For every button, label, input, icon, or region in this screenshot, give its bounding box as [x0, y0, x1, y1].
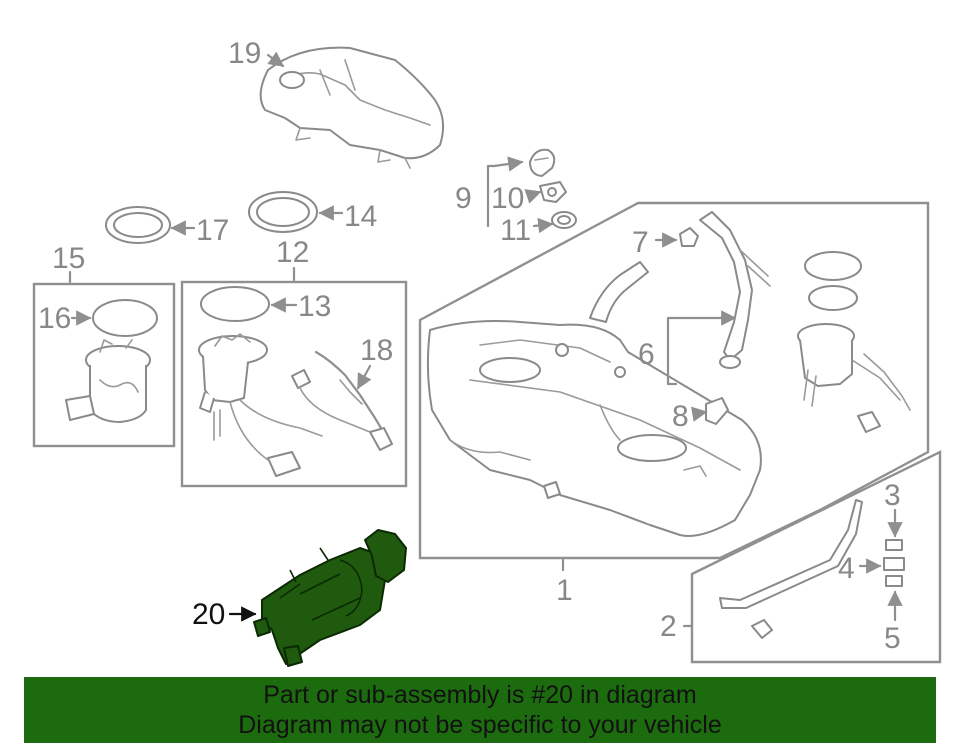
arrow-9	[492, 156, 524, 172]
callout-18: 18	[360, 334, 393, 367]
arrow-10	[524, 189, 542, 204]
box-2	[690, 450, 942, 664]
banner-line-1: Part or sub-assembly is #20 in diagram	[263, 681, 697, 709]
part-18-level-sensor	[291, 350, 393, 451]
arrow-19	[266, 51, 285, 68]
part-13-seal	[200, 286, 270, 322]
part-19-heat-shield	[259, 46, 445, 169]
callout-4: 4	[838, 552, 855, 585]
callout-14: 14	[344, 200, 377, 233]
part-12-sender-unit	[198, 333, 323, 477]
part-15-pump-module	[65, 339, 151, 423]
part-7-fitting	[679, 227, 699, 247]
part-16-seal	[92, 299, 158, 337]
arrow-18	[356, 364, 372, 390]
callout-7: 7	[632, 226, 649, 259]
part-2-strap	[719, 499, 863, 639]
part-11-o-ring	[551, 211, 577, 229]
arrow-11	[532, 217, 554, 234]
part-pump-assembly-right	[797, 251, 911, 433]
box-15	[32, 282, 176, 448]
callout-2: 2	[660, 610, 677, 643]
part-9-cap	[529, 148, 556, 177]
callout-8: 8	[672, 400, 689, 433]
callout-6: 6	[638, 338, 655, 371]
banner-line-2: Diagram may not be specific to your vehi…	[238, 711, 722, 739]
callout-13: 13	[298, 290, 331, 323]
part-10-valve	[539, 181, 567, 203]
callout-9: 9	[455, 182, 472, 215]
part-3-4-5-hardware	[883, 539, 905, 587]
box-1	[418, 201, 930, 560]
callout-17: 17	[196, 214, 229, 247]
part-14-lock-ring	[248, 191, 318, 233]
part-20-evap-canister	[253, 529, 407, 667]
callout-19: 19	[228, 37, 261, 70]
part-1-fuel-tank	[426, 261, 762, 537]
info-banner: Part or sub-assembly is #20 in diagram D…	[24, 677, 936, 743]
callout-3: 3	[884, 479, 901, 512]
callout-10: 10	[491, 182, 524, 215]
bracket-6	[666, 316, 678, 386]
callout-15: 15	[52, 242, 85, 275]
part-6-filler-pipe	[699, 211, 771, 369]
callout-12: 12	[276, 236, 309, 269]
callout-11: 11	[500, 214, 531, 247]
part-17-lock-ring	[105, 206, 171, 244]
callout-1: 1	[556, 574, 573, 607]
callout-16: 16	[38, 302, 71, 335]
callout-5: 5	[884, 622, 901, 655]
box-12	[180, 280, 408, 488]
callout-20: 20	[192, 598, 225, 631]
arrow-8	[691, 406, 708, 422]
